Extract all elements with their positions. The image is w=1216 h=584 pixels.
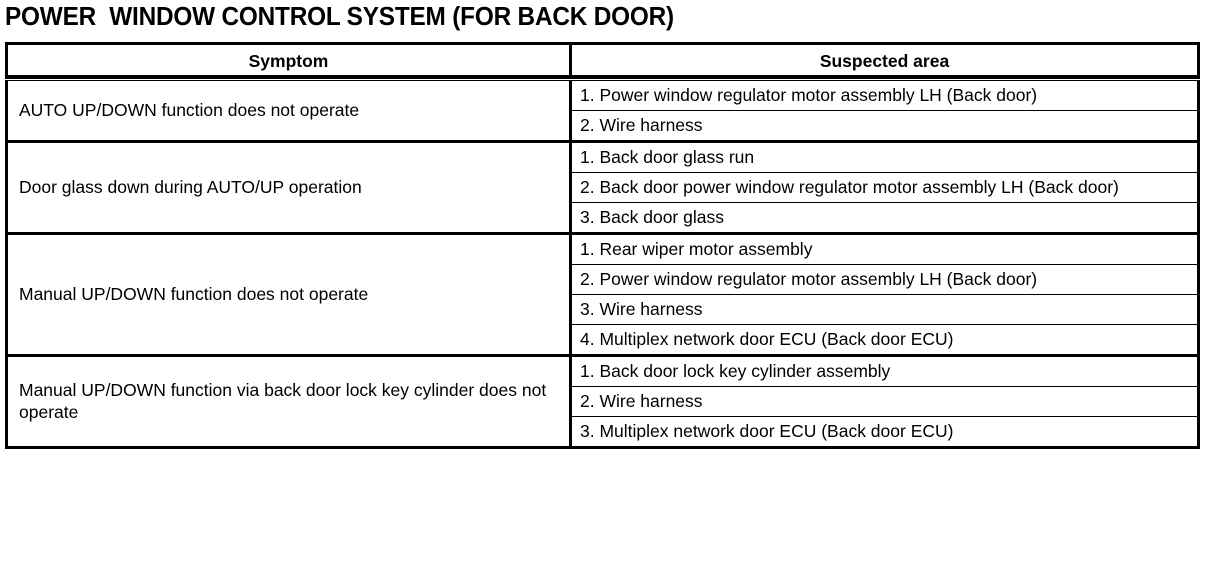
suspected-area-cell: 2. Back door power window regulator moto… xyxy=(570,172,1199,203)
table-row: Manual UP/DOWN function via back door lo… xyxy=(6,355,1199,448)
table-header-row: Symptom Suspected area xyxy=(6,43,1199,81)
table-body: AUTO UP/DOWN function does not operate 1.… xyxy=(6,79,1199,448)
symptom-cell: AUTO UP/DOWN function does not operate xyxy=(6,79,572,143)
suspected-area-text: 2. Power window regulator motor assembly… xyxy=(580,269,1038,289)
table-row: 2. Wire harness xyxy=(7,386,1199,417)
suspected-area-cell: 3. Back door glass xyxy=(570,202,1199,235)
table-row: AUTO UP/DOWN function does not operate 1.… xyxy=(6,79,1199,143)
table-header: Symptom Suspected area xyxy=(6,43,1199,81)
table-row: 3. Multiplex network door ECU (Back door… xyxy=(7,417,1199,448)
suspected-area-text: 1. Back door lock key cylinder assembly xyxy=(580,361,891,381)
suspected-area-cell: 2. Wire harness xyxy=(570,386,1199,417)
suspected-area-cell: 2. Power window regulator motor assembly… xyxy=(570,264,1199,295)
symptom-cell: Door glass down during AUTO/UP operation xyxy=(6,141,572,235)
page-title: POWER WINDOW CONTROL SYSTEM (FOR BACK DO… xyxy=(5,3,674,31)
column-header-symptom: Symptom xyxy=(6,43,572,81)
table-row: 2. Wire harness xyxy=(7,110,1199,143)
suspected-area-text: 1. Rear wiper motor assembly xyxy=(580,239,813,259)
column-header-suspected-area: Suspected area xyxy=(570,43,1199,81)
suspected-area-text: 2. Wire harness xyxy=(580,115,703,135)
symptom-cell: Manual UP/DOWN function via back door lo… xyxy=(6,355,572,448)
table-row: 3. Wire harness xyxy=(7,294,1199,325)
table-row: 2. Power window regulator motor assembly… xyxy=(7,264,1199,295)
suspected-area-text: 2. Wire harness xyxy=(580,391,703,411)
table-row: Door glass down during AUTO/UP operation… xyxy=(6,141,1199,235)
suspected-area-text: 4. Multiplex network door ECU (Back door… xyxy=(580,329,954,349)
table-row: 3. Back door glass xyxy=(7,202,1199,235)
symptom-suspected-area-table: Symptom Suspected area AUTO UP/DOWN func… xyxy=(5,42,1200,449)
suspected-area-text: 1. Power window regulator motor assembly… xyxy=(580,85,1038,105)
suspected-area-cell: 1. Back door glass run xyxy=(570,141,1199,173)
suspected-area-cell: 1. Rear wiper motor assembly xyxy=(570,233,1199,265)
suspected-area-text: 3. Multiplex network door ECU (Back door… xyxy=(580,421,954,441)
suspected-area-cell: 3. Wire harness xyxy=(570,294,1199,325)
suspected-area-text: 3. Wire harness xyxy=(580,299,703,319)
suspected-area-cell: 3. Multiplex network door ECU (Back door… xyxy=(571,417,1199,448)
table-row: 2. Back door power window regulator moto… xyxy=(7,172,1199,203)
table-row: Manual UP/DOWN function does not operate… xyxy=(6,233,1199,357)
suspected-area-cell: 1. Power window regulator motor assembly… xyxy=(570,79,1199,111)
suspected-area-text: 1. Back door glass run xyxy=(580,147,755,167)
suspected-area-cell: 4. Multiplex network door ECU (Back door… xyxy=(570,324,1199,357)
table-row: 4. Multiplex network door ECU (Back door… xyxy=(7,324,1199,357)
suspected-area-text: 2. Back door power window regulator moto… xyxy=(580,177,1119,197)
suspected-area-text: 3. Back door glass xyxy=(580,207,724,227)
suspected-area-cell: 2. Wire harness xyxy=(570,110,1199,143)
symptom-cell: Manual UP/DOWN function does not operate xyxy=(6,233,572,357)
suspected-area-cell: 1. Back door lock key cylinder assembly xyxy=(570,355,1199,387)
